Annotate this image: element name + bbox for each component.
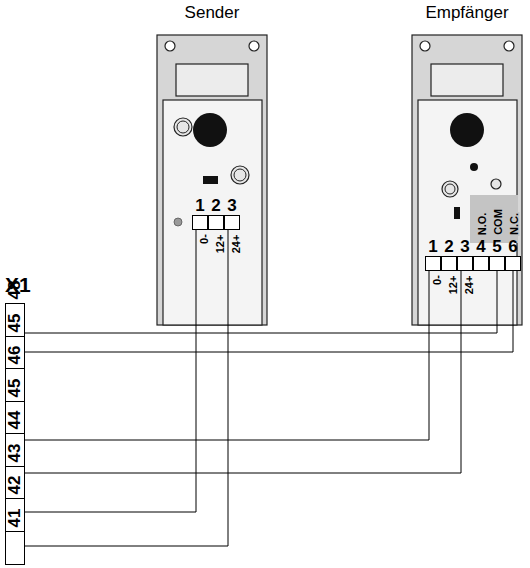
led xyxy=(470,163,478,171)
terminal-label: 0- xyxy=(432,274,443,286)
housing-slot xyxy=(176,64,248,96)
terminal-label: 12+ xyxy=(215,233,226,254)
mounting-hole xyxy=(420,41,430,51)
wire xyxy=(25,230,228,546)
mounting-hole xyxy=(249,41,259,51)
adjust-knob xyxy=(234,169,246,181)
adjust-knob xyxy=(442,181,458,197)
terminal-number: 1 xyxy=(428,238,437,255)
terminal-number: 6 xyxy=(508,238,517,255)
adjust-knob xyxy=(177,121,189,133)
terminal-block: 4845464544434241X1 xyxy=(5,303,25,565)
mounting-hole xyxy=(165,41,175,51)
terminal-screw: 212+ xyxy=(441,256,457,271)
terminal-number: 45 xyxy=(6,378,24,397)
housing-frame xyxy=(157,35,267,325)
lens xyxy=(450,113,484,147)
terminal-number: 4 xyxy=(476,238,485,255)
terminal-number: 44 xyxy=(6,411,24,430)
led xyxy=(491,179,501,189)
terminal-number: 45 xyxy=(6,313,24,332)
adjust-knob xyxy=(445,184,455,194)
sender-housing xyxy=(157,35,267,325)
terminal-number: 5 xyxy=(492,238,501,255)
block-title: X1 xyxy=(5,273,31,297)
terminal-screw: 324+ xyxy=(457,256,473,271)
terminal-cell: 41 xyxy=(5,531,25,565)
terminal-number: 43 xyxy=(6,443,24,462)
terminal-number: 46 xyxy=(6,346,24,365)
terminal-number: 3 xyxy=(227,197,236,214)
terminal-number: 1 xyxy=(195,197,204,214)
inner-panel xyxy=(418,100,517,325)
terminal-screw: 324+ xyxy=(224,215,240,230)
housing-slot xyxy=(431,64,503,96)
wire xyxy=(25,271,461,473)
terminal-screw: 5COM xyxy=(489,256,505,271)
terminal-label: 24+ xyxy=(231,233,242,254)
wire xyxy=(25,271,497,333)
terminal-label: N.O. xyxy=(477,211,488,236)
adjust-knob xyxy=(174,118,192,136)
wire xyxy=(25,271,429,440)
terminal-label: 0- xyxy=(199,233,210,245)
inner-panel xyxy=(163,100,262,325)
terminal-label: 12+ xyxy=(448,274,459,295)
terminal-number: 2 xyxy=(444,238,453,255)
terminal-number: 2 xyxy=(211,197,220,214)
device-title: Empfänger xyxy=(425,3,508,23)
jumper xyxy=(454,207,460,219)
terminal-number: 41 xyxy=(6,508,24,527)
terminal-screw: 6N.C. xyxy=(505,256,521,271)
wire xyxy=(25,271,513,352)
mounting-hole xyxy=(504,41,514,51)
terminal-label: COM xyxy=(493,208,504,236)
terminal-screw: 4N.O. xyxy=(473,256,489,271)
device-title: Sender xyxy=(185,3,240,23)
wire xyxy=(25,230,196,512)
terminal-label: N.C. xyxy=(509,212,520,236)
terminal-number: 3 xyxy=(460,238,469,255)
photocell-housing: 10-212+324+4N.O.5COM6N.C.Empfänger xyxy=(412,35,522,325)
terminal-label: 24+ xyxy=(464,274,475,295)
photocell-housing: 10-212+324+Sender xyxy=(157,35,267,325)
led xyxy=(174,218,182,226)
terminal-screw: 10- xyxy=(425,256,441,271)
adjust-knob xyxy=(231,166,249,184)
terminal-screw: 10- xyxy=(192,215,208,230)
terminal-number: 42 xyxy=(6,476,24,495)
lens xyxy=(193,113,227,147)
terminal-screw: 212+ xyxy=(208,215,224,230)
jumper xyxy=(203,176,218,184)
